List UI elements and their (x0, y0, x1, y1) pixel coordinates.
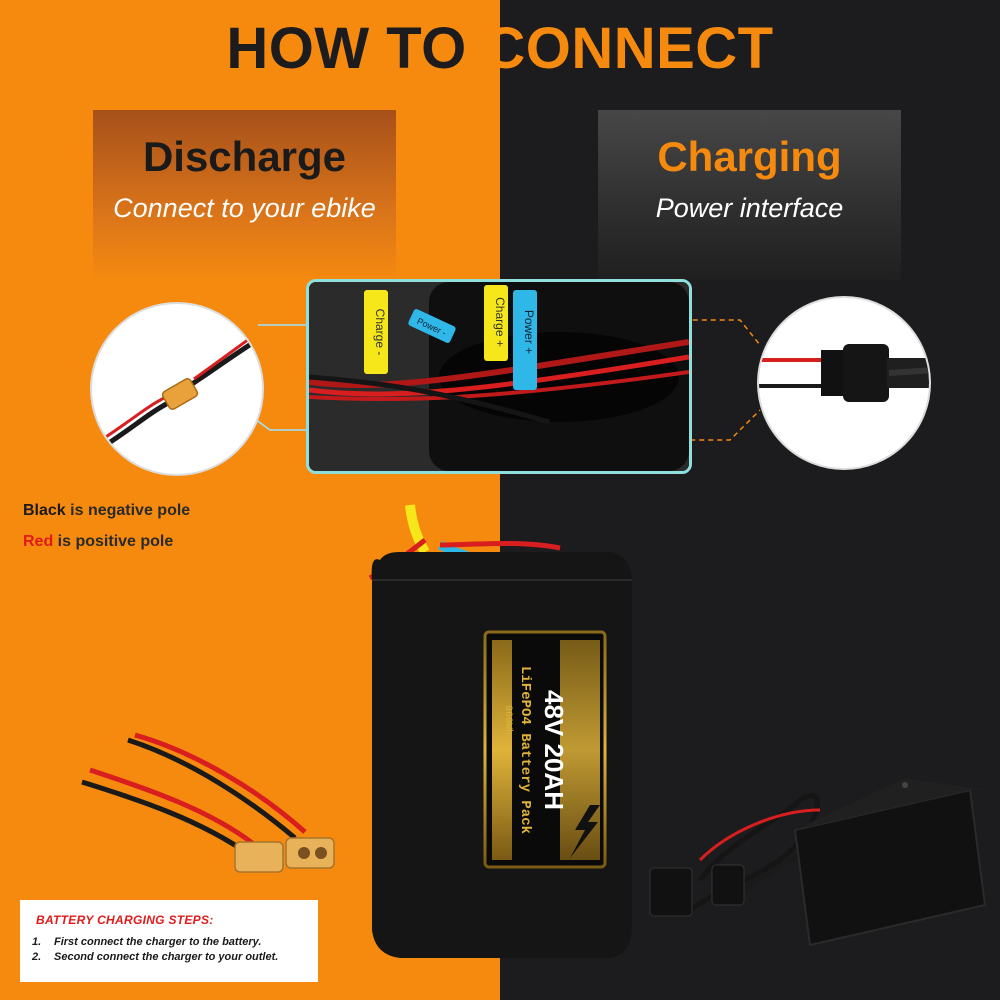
charger-plug (649, 867, 693, 917)
charging-panel: Charging Power interface (598, 110, 901, 280)
charge-minus-tag (364, 290, 388, 374)
charging-step: 2. Second connect the charger to your out… (32, 951, 278, 963)
charging-steps-card: BATTERY CHARGING STEPS: 1. First connect … (20, 900, 318, 982)
legend-red-key: Red (23, 533, 54, 550)
charging-title: Charging (657, 133, 842, 180)
battery-charge-tag (405, 504, 430, 555)
discharge-title: Discharge (142, 133, 347, 180)
legend-black-text: is negative pole (65, 502, 191, 519)
power-minus-tag (408, 309, 456, 343)
discharge-subtitle: Connect to your ebike (113, 193, 376, 223)
charging-step: 1. First connect the charger to the batte… (32, 936, 261, 948)
legend-red-text: is positive pole (53, 533, 174, 550)
headline: HOW TO CONNECT (0, 18, 1000, 80)
step-number: 2. (32, 951, 42, 963)
battery-voltage-capacity: 48V 20AH (539, 690, 569, 810)
battery-energy: 960Wh (502, 705, 514, 735)
headline-part2: CONNECT (483, 16, 774, 81)
battery-type: LiFePO4 Battery Pack (517, 666, 533, 834)
legend-black-key: Black (23, 502, 66, 519)
power-plus-tag (513, 290, 537, 390)
ac-plug (711, 864, 745, 906)
discharge-panel: Discharge Connect to your ebike (93, 110, 396, 280)
charge-plus-tag (484, 285, 508, 361)
legend-red: Red is positive pole (23, 533, 173, 551)
step-text: Second connect the charger to your outle… (54, 951, 279, 963)
legend-black: Black is negative pole (23, 502, 190, 520)
charging-subtitle: Power interface (655, 193, 844, 223)
charge-plus-tag-text: Charge + (493, 297, 507, 347)
step-text: First connect the charger to the battery… (54, 936, 262, 948)
xt60-connector-male (234, 841, 284, 873)
lightning-icon (570, 805, 600, 858)
charger-body (793, 788, 987, 947)
charging-steps-title: BATTERY CHARGING STEPS: (36, 913, 214, 927)
charge-minus-tag-text: Charge - (373, 309, 387, 356)
power-plus-tag-text: Power + (522, 310, 536, 354)
headline-part1: HOW TO (226, 16, 484, 81)
charging-plug-closeup (757, 296, 931, 470)
step-number: 1. (32, 936, 42, 948)
battery-wire-closeup: Charge - Power - Charge + Power + (306, 279, 692, 474)
